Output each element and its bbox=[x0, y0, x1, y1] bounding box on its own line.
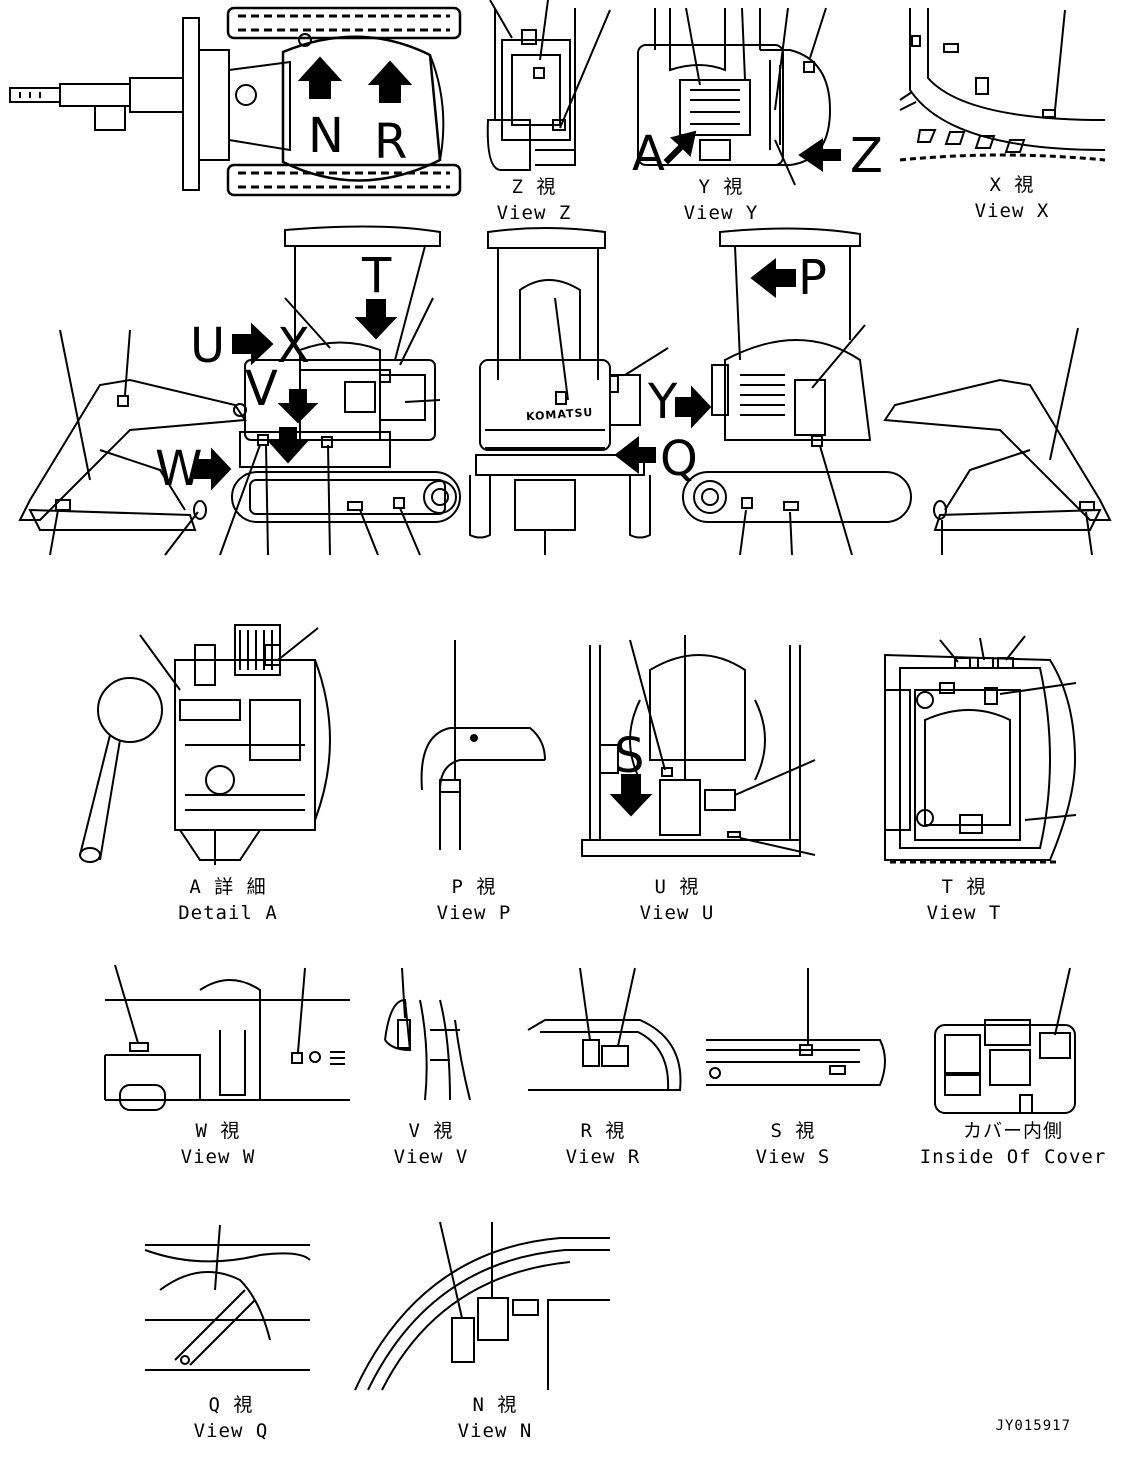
letter-y: Y bbox=[648, 374, 678, 430]
view-z-drawing bbox=[486, 0, 611, 171]
document-id: JY015917 bbox=[995, 1418, 1071, 1434]
right-side-drawing bbox=[682, 227, 1112, 556]
rear-view-drawing bbox=[469, 227, 669, 555]
view-v-drawing bbox=[384, 967, 471, 1101]
letter-t: T bbox=[362, 248, 392, 304]
view-u-drawing bbox=[581, 635, 816, 857]
view-p-drawing bbox=[420, 640, 546, 850]
arrow-v2 bbox=[267, 427, 309, 464]
arrow-z bbox=[798, 138, 841, 172]
letter-z: Z bbox=[850, 128, 883, 184]
arrow-r bbox=[367, 60, 413, 103]
arrow-p bbox=[750, 257, 796, 299]
arrow-s bbox=[609, 774, 653, 817]
arrow-n bbox=[297, 56, 343, 99]
letter-w: W bbox=[155, 441, 203, 497]
letter-n: N bbox=[308, 108, 344, 164]
left-side-drawing bbox=[18, 225, 461, 556]
letter-p: P bbox=[798, 250, 827, 306]
detail-a-drawing bbox=[79, 624, 331, 865]
letter-q: Q bbox=[660, 431, 698, 487]
view-r-drawing bbox=[527, 967, 682, 1091]
plan-view bbox=[9, 6, 462, 197]
letter-u: U bbox=[190, 318, 226, 374]
view-y-drawing bbox=[637, 7, 832, 186]
arrow-w bbox=[194, 447, 232, 491]
view-q-drawing bbox=[144, 1224, 311, 1371]
letter-a: A bbox=[632, 126, 665, 182]
arrow-u bbox=[232, 322, 274, 366]
view-s-drawing bbox=[706, 968, 886, 1086]
letter-s: S bbox=[614, 728, 645, 784]
view-x-drawing bbox=[899, 8, 1106, 162]
view-n-drawing bbox=[354, 1221, 610, 1391]
arrow-a bbox=[663, 130, 697, 165]
view-t-drawing bbox=[884, 635, 1077, 864]
arrow-t bbox=[354, 299, 398, 340]
letter-v: V bbox=[245, 361, 278, 417]
cover-drawing bbox=[934, 967, 1076, 1114]
letter-r: R bbox=[374, 114, 408, 170]
view-w-drawing bbox=[104, 964, 350, 1111]
arrow-q bbox=[614, 435, 656, 475]
letter-x: X bbox=[277, 318, 310, 374]
arrow-v1 bbox=[277, 389, 319, 424]
arrow-y bbox=[675, 385, 712, 429]
